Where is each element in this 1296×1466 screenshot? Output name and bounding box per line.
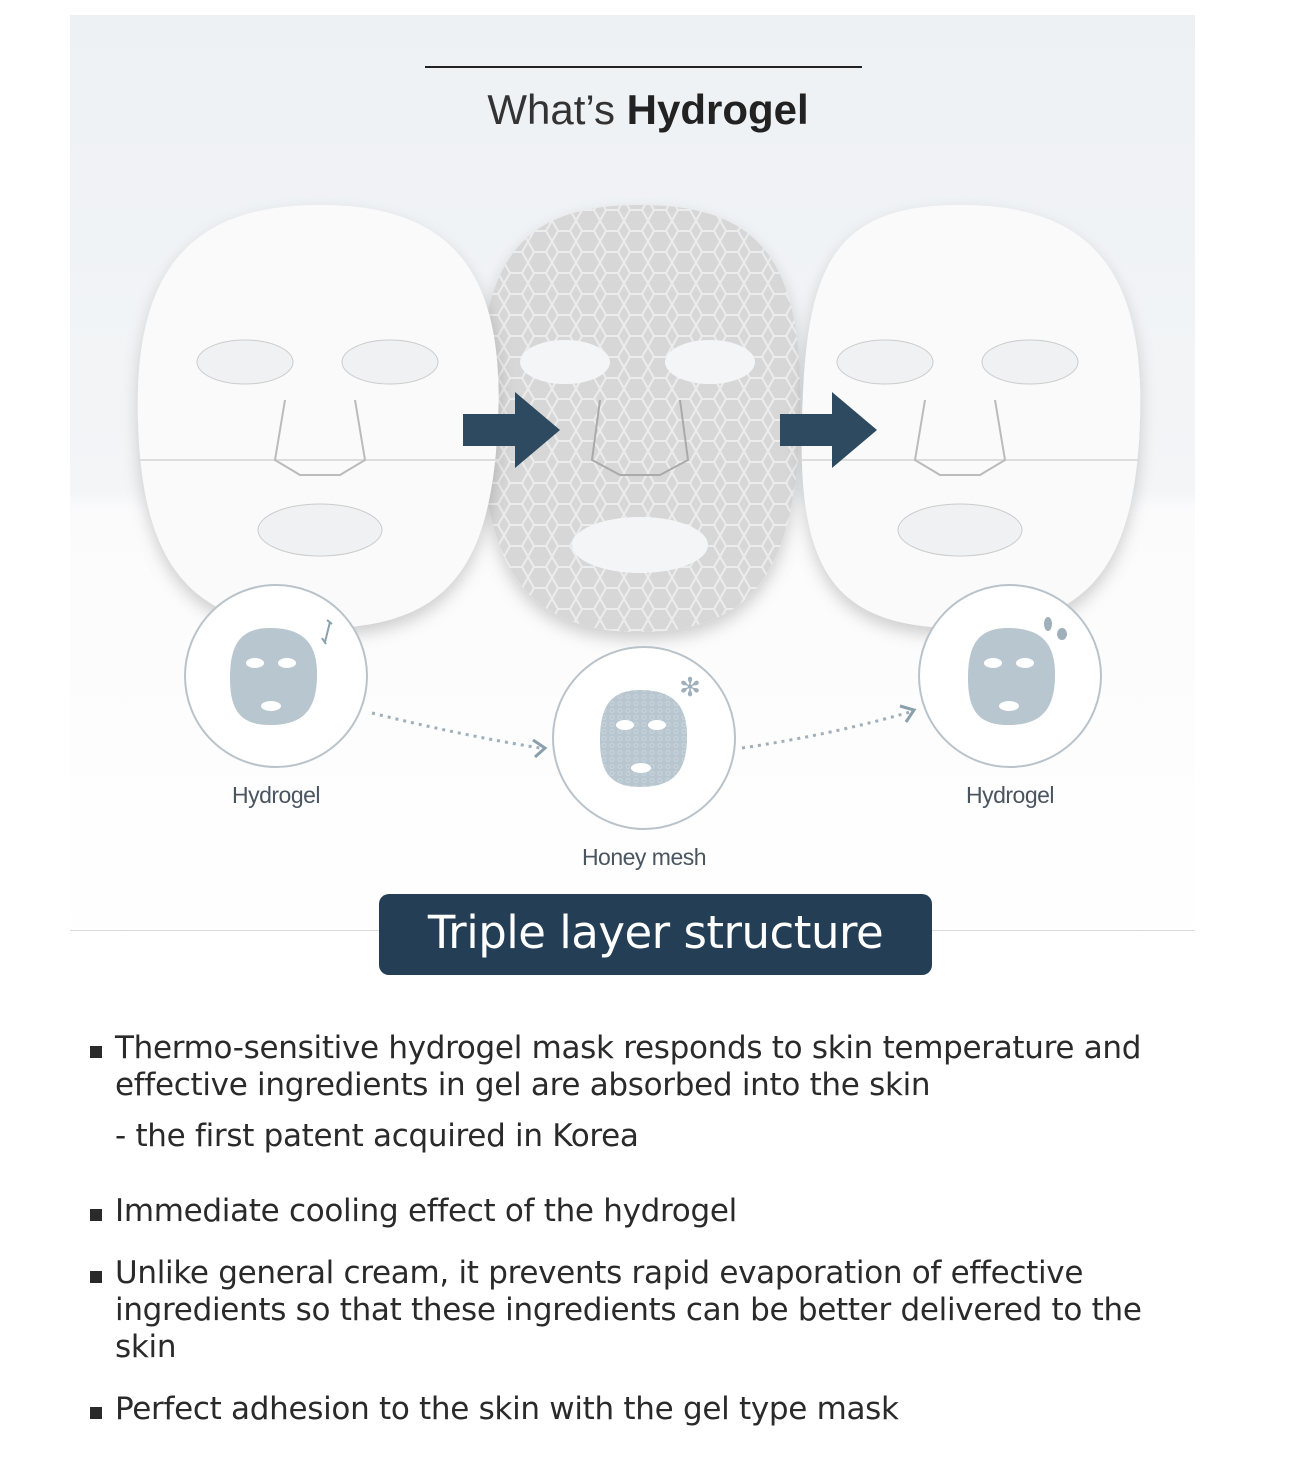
bullet-square-icon [90,1271,102,1283]
feature-item: Unlike general cream, it prevents rapid … [88,1255,1208,1366]
feature-list: Thermo-sensitive hydrogel mask responds … [88,1030,1208,1453]
honey-mesh-mask [479,205,801,632]
bullet-square-icon [90,1407,102,1419]
feature-item: Perfect adhesion to the skin with the ge… [88,1391,1208,1428]
arrow-right-icon [463,392,560,468]
feature-text: Perfect adhesion to the skin with the ge… [115,1391,899,1427]
feature-subtext: - the first patent acquired in Korea [115,1118,639,1154]
feature-item: Thermo-sensitive hydrogel mask responds … [88,1030,1208,1155]
hydrogel-icon-circle-right [918,584,1102,768]
title-rule [425,66,862,68]
mask-layers-illustration: ✻ [137,205,1141,830]
bullet-square-icon [90,1209,102,1221]
feature-text: Thermo-sensitive hydrogel mask responds … [115,1030,1142,1103]
hydrogel-mask-right [801,205,1141,628]
feature-text: Unlike general cream, it prevents rapid … [115,1255,1142,1365]
layer-label-hydrogel-bottom: Hydrogel [965,782,1055,808]
bullet-square-icon [90,1046,102,1058]
hydrogel-mask-left [137,205,499,628]
hydrogel-icon-circle-left [184,584,368,768]
honey-mesh-icon-circle: ✻ [552,646,736,830]
layer-label-honey-mesh: Honey mesh [581,844,707,870]
water-drop-icon [1044,617,1067,640]
title-bold: Hydrogel [626,86,809,133]
stretch-arrow-icon [321,619,333,645]
arrow-right-icon [780,392,877,468]
feature-item: Immediate cooling effect of the hydrogel [88,1193,1208,1230]
title-prefix: What’s [487,86,627,133]
flower-icon: ✻ [679,673,701,703]
feature-text: Immediate cooling effect of the hydrogel [115,1193,737,1229]
layer-label-hydrogel-top: Hydrogel [231,782,321,808]
dotted-connector [741,710,911,750]
dotted-connector [371,711,541,750]
page-title: What’s Hydrogel [0,86,1296,134]
triple-layer-banner: Triple layer structure [379,894,932,975]
